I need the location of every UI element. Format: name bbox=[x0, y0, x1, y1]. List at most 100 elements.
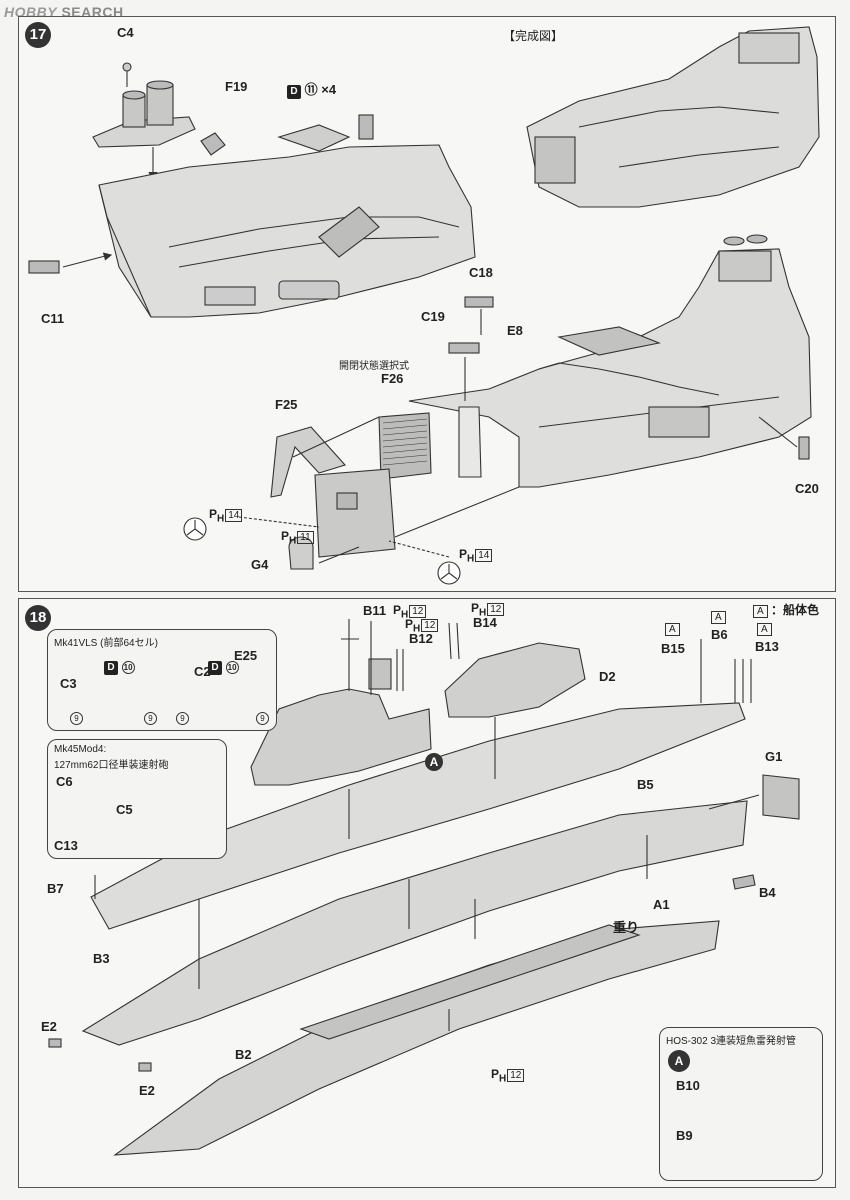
mk41-vls-box: Mk41VLS (前部64セル) C3 C2 E25 D 10 D 10 9 9… bbox=[47, 629, 277, 731]
label-g1: G1 bbox=[765, 749, 783, 764]
ph-number: 12 bbox=[421, 619, 439, 632]
completed-view bbox=[526, 26, 820, 208]
hos-title: HOS-302 3連装短魚雷発射管 bbox=[666, 1036, 797, 1047]
hull-a1 bbox=[81, 800, 748, 1046]
label-b9: B9 bbox=[676, 1128, 693, 1143]
e2-part bbox=[138, 1062, 152, 1072]
ph-number: 12 bbox=[409, 605, 427, 618]
ph-sub: H bbox=[217, 513, 225, 525]
label-b5: B5 bbox=[637, 777, 654, 792]
superstructure-aft bbox=[98, 144, 476, 318]
label-b6: B6 bbox=[711, 627, 728, 642]
ph-prefix: P bbox=[209, 507, 218, 521]
paint-multiplier: ×4 bbox=[321, 82, 337, 97]
hull-color-text: ：船体色 bbox=[771, 603, 820, 617]
e2-part bbox=[48, 1038, 62, 1048]
mark-9: 9 bbox=[144, 712, 157, 725]
paint-callout: D ⑪ ×4 bbox=[287, 79, 336, 99]
label-b11: B11 bbox=[363, 603, 387, 618]
paint-number: 10 bbox=[225, 661, 239, 674]
paint-d-icon: D bbox=[287, 85, 301, 99]
f19-stack bbox=[122, 94, 146, 128]
label-e25: E25 bbox=[234, 648, 258, 663]
mk41-paint-b: D 10 bbox=[208, 658, 239, 675]
hos-302-box: HOS-302 3連装短魚雷発射管 A B10 B9 bbox=[659, 1027, 823, 1181]
mk41-paint-a: D 10 bbox=[104, 658, 135, 675]
label-d2: D2 bbox=[599, 669, 616, 684]
ph-prefix: P bbox=[459, 547, 468, 561]
mk45-gun-box: Mk45Mod4: 127mm62口径単装速射砲 C6 C5 C13 bbox=[47, 739, 227, 859]
panel-part bbox=[314, 468, 396, 558]
paint-d-icon: D bbox=[208, 661, 222, 675]
ph-sub: H bbox=[467, 553, 475, 565]
f26-part bbox=[378, 412, 432, 480]
mark-9: 9 bbox=[70, 712, 83, 725]
label-b3: B3 bbox=[93, 951, 110, 966]
step-17-artwork bbox=[28, 26, 820, 585]
b4-part bbox=[732, 874, 756, 890]
ph-prefix: P bbox=[281, 529, 290, 543]
label-c2: C2 bbox=[194, 664, 211, 679]
step-18-number: 18 bbox=[25, 605, 51, 631]
ph-sub: H bbox=[401, 609, 409, 621]
label-b2: B2 bbox=[235, 1047, 252, 1062]
ph-prefix: P bbox=[491, 1067, 500, 1081]
ph-number: 11 bbox=[297, 531, 314, 544]
step-18-panel: 18 A ：船体色 bbox=[18, 598, 836, 1188]
ph-prefix: P bbox=[405, 617, 414, 631]
label-c6: C6 bbox=[56, 774, 73, 789]
open-state-note: 開閉状態選択式 bbox=[339, 361, 409, 372]
paint-number: ⑪ bbox=[304, 82, 318, 97]
label-e2-bottom: E2 bbox=[139, 1083, 155, 1098]
label-c13: C13 bbox=[54, 838, 78, 853]
label-g4: G4 bbox=[251, 557, 269, 572]
hull-color-mark-b13: A bbox=[757, 623, 772, 636]
ph-number: 14 bbox=[225, 509, 243, 522]
mark-9: 9 bbox=[256, 712, 269, 725]
label-c3: C3 bbox=[60, 676, 77, 691]
c11-part bbox=[28, 260, 60, 274]
ph-sub: H bbox=[289, 535, 297, 547]
label-b10: B10 bbox=[676, 1078, 700, 1093]
weight-part bbox=[299, 924, 641, 1040]
marker-a-icon: A bbox=[425, 753, 443, 771]
ph-sub: H bbox=[499, 1073, 507, 1085]
label-a1: A1 bbox=[653, 897, 670, 912]
mk45-title-1: Mk45Mod4: bbox=[54, 744, 107, 755]
ph-sub: H bbox=[479, 607, 487, 619]
g4-part bbox=[288, 536, 314, 570]
label-f19: F19 bbox=[225, 79, 248, 94]
label-f26: F26 bbox=[381, 371, 404, 386]
c18-part bbox=[464, 296, 494, 308]
mk41-title: Mk41VLS (前部64セル) bbox=[54, 638, 158, 649]
label-c18: C18 bbox=[469, 265, 493, 280]
ph-sub: H bbox=[413, 623, 421, 635]
hull-color-mark-b15: A bbox=[665, 623, 680, 636]
label-b15: B15 bbox=[661, 641, 685, 656]
label-c19: C19 bbox=[421, 309, 445, 324]
hull-color-legend: A ：船体色 bbox=[753, 601, 819, 618]
f25-part bbox=[270, 426, 346, 498]
label-f25: F25 bbox=[275, 397, 298, 412]
bridge-superstructure bbox=[250, 688, 432, 786]
label-c4: C4 bbox=[117, 25, 134, 40]
label-e8: E8 bbox=[507, 323, 523, 338]
c19-part bbox=[448, 342, 480, 354]
ph-prefix: P bbox=[393, 603, 402, 617]
ph-number: 14 bbox=[475, 549, 493, 562]
label-c11: C11 bbox=[41, 311, 65, 326]
ph-prefix: P bbox=[471, 601, 480, 615]
label-b7: B7 bbox=[47, 881, 64, 896]
c20-part bbox=[798, 436, 810, 460]
label-c5: C5 bbox=[116, 802, 133, 817]
label-c20: C20 bbox=[795, 481, 819, 496]
paint-d-icon: D bbox=[104, 661, 118, 675]
label-b14: B14 bbox=[473, 615, 497, 630]
g1-part bbox=[762, 774, 800, 820]
label-weight: 重り bbox=[613, 920, 640, 935]
step-17-number: 17 bbox=[25, 22, 51, 48]
